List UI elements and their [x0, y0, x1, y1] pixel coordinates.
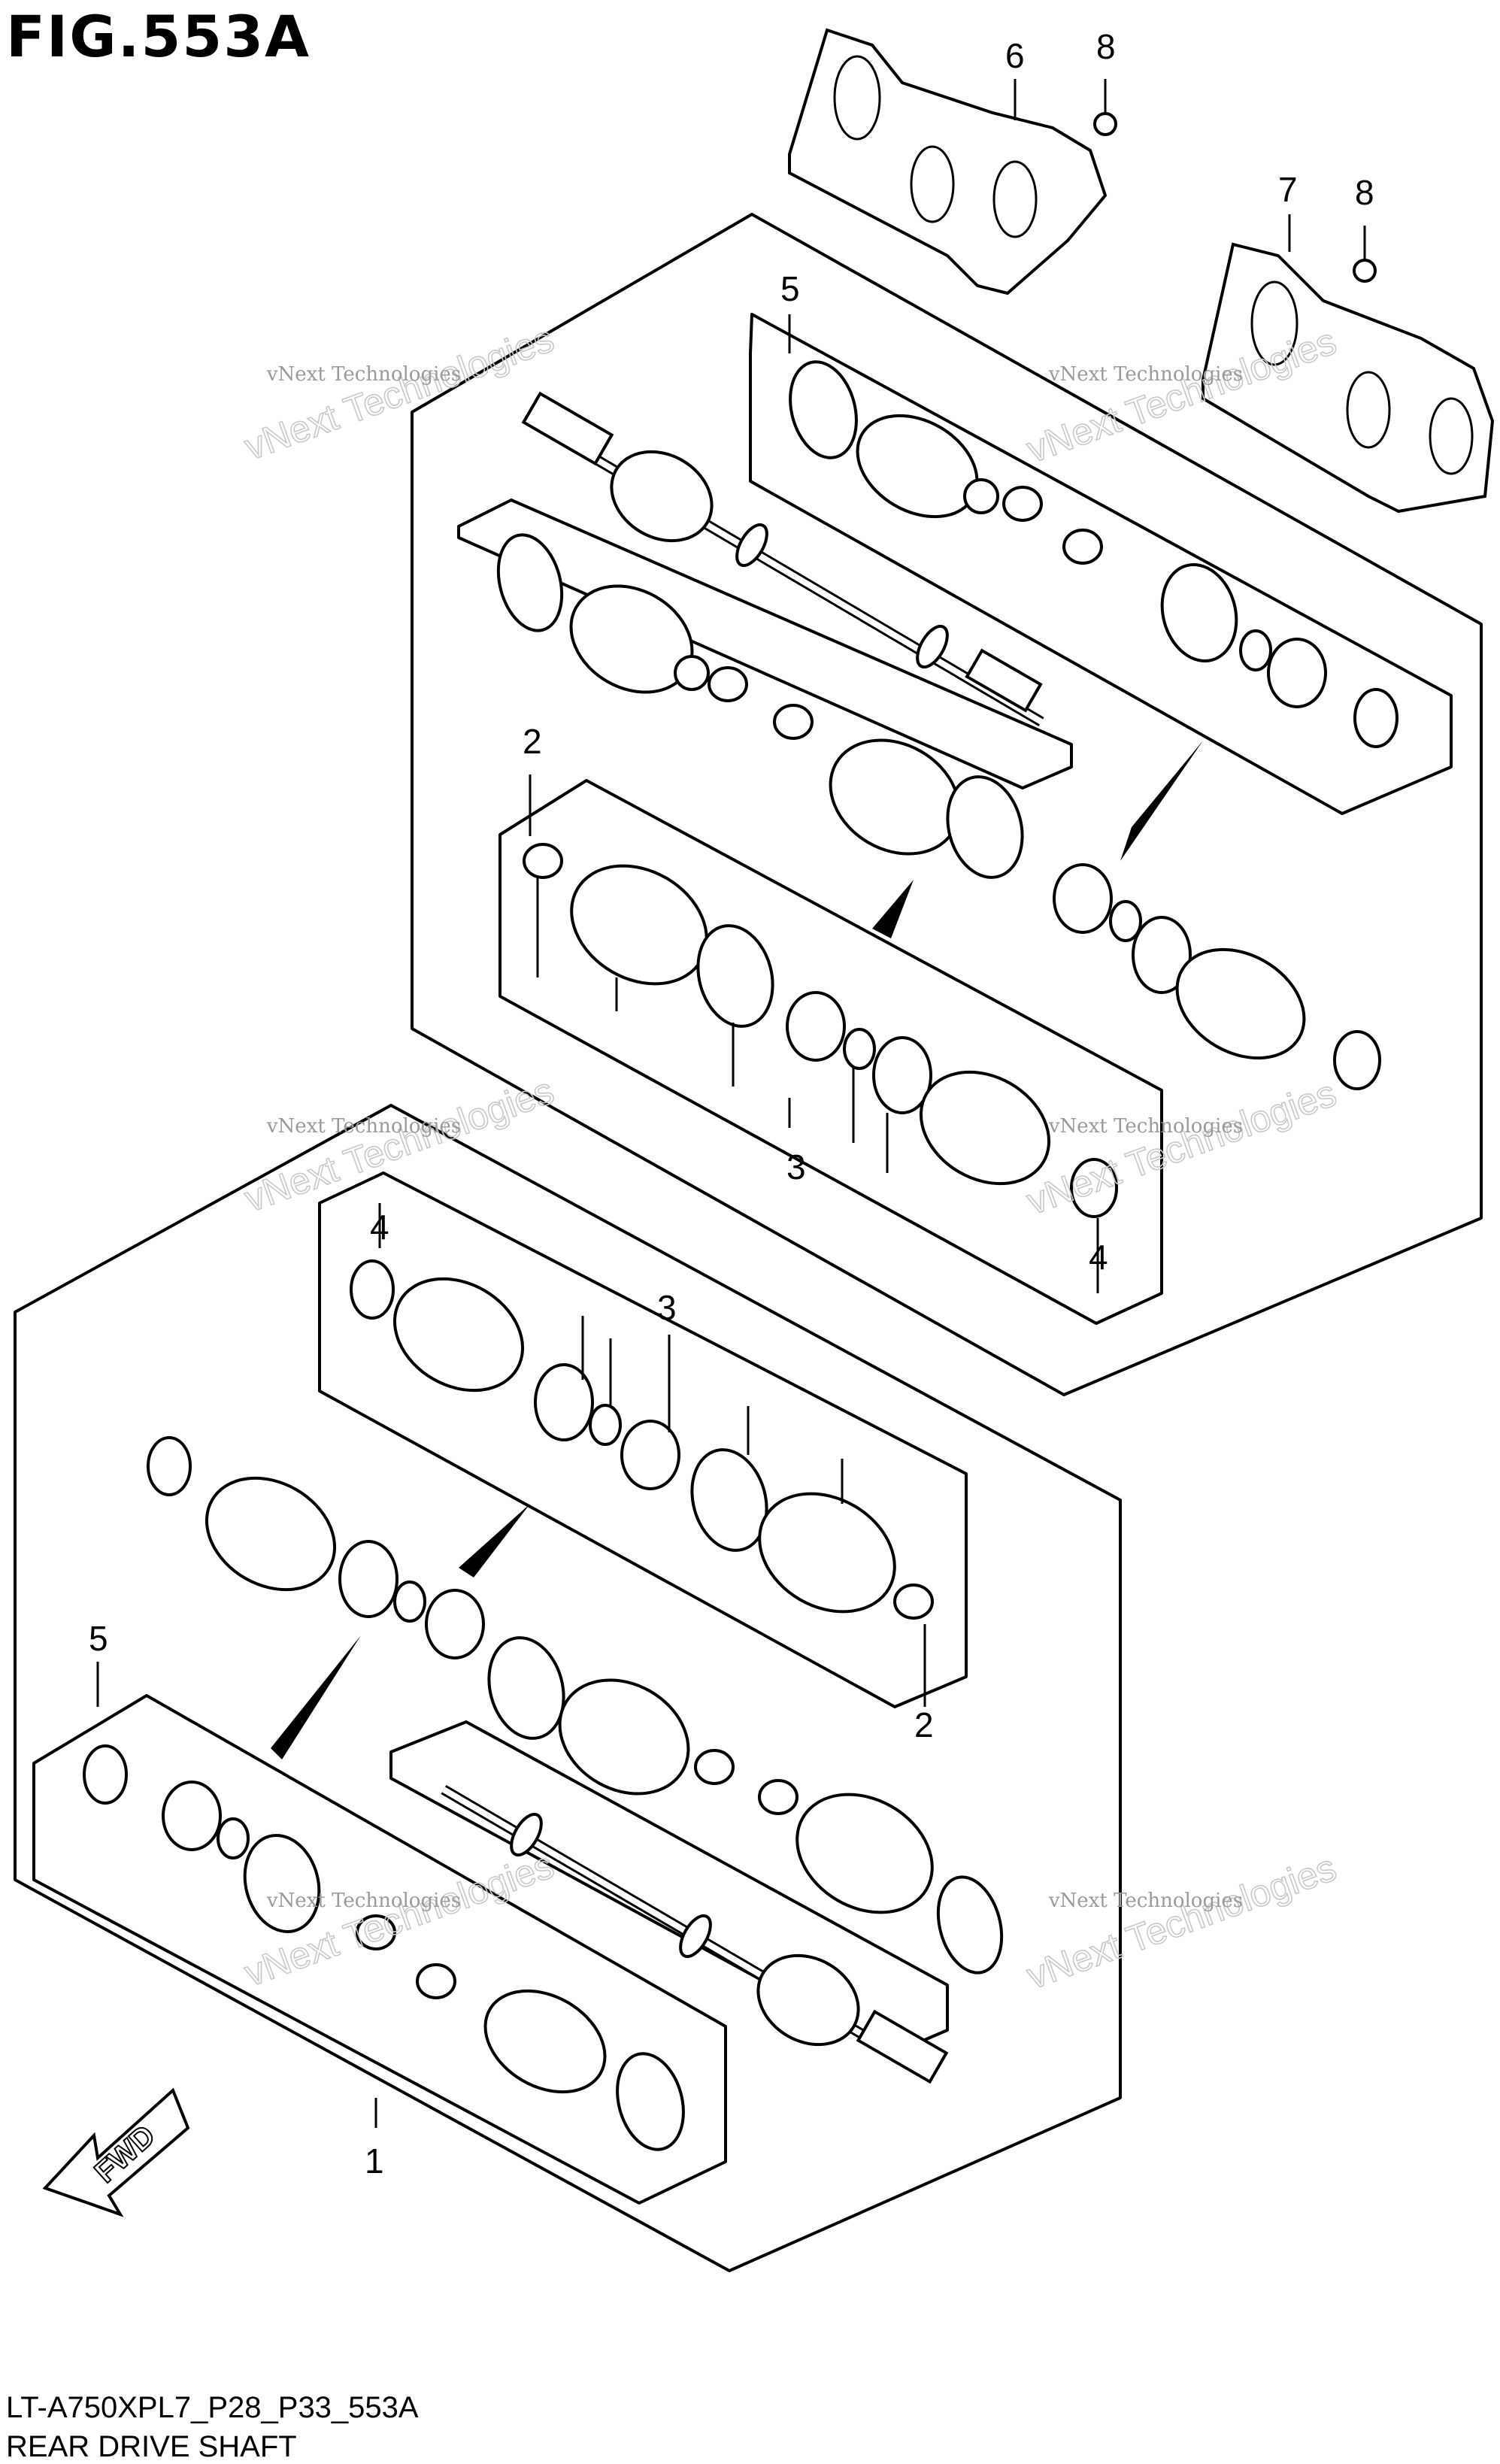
lower-group5-outline — [32, 1694, 727, 2205]
callout-8-right: 8 — [1355, 173, 1374, 212]
lower-assembly-outline — [14, 1104, 1122, 2272]
lower-shaft-row-parts — [758, 1779, 1004, 1975]
lower-group5-parts — [83, 1744, 685, 2151]
callout-3-upper: 3 — [786, 1147, 806, 1187]
bracket-7 — [1202, 242, 1495, 514]
svg-text:vNext Technologies: vNext Technologies — [1022, 1071, 1342, 1223]
svg-text:vNext Technologies: vNext Technologies — [266, 363, 461, 386]
svg-text:vNext Technologies: vNext Technologies — [239, 1069, 559, 1220]
callout-4-lower-left: 4 — [370, 1208, 389, 1247]
lower-leader-lines — [96, 1203, 926, 2128]
svg-text:vNext Technologies: vNext Technologies — [266, 1890, 461, 1912]
upper-boot-clamps-row1 — [789, 360, 1398, 748]
upper-group2-outline — [498, 779, 1163, 1325]
lower-group2-outline — [318, 1171, 968, 1708]
upper-boot-clamps-row2 — [496, 533, 1381, 1090]
callout-labels: 6 8 7 8 5 2 3 4 4 3 2 5 1 — [89, 27, 1374, 2181]
watermark-bottom-right: vNext Technologies vNext Technologies — [1021, 1846, 1342, 1998]
figure-title: FIG.553A — [6, 3, 311, 70]
callout-8-left: 8 — [1096, 27, 1116, 66]
bracket-6 — [788, 28, 1108, 295]
callout-2-lower: 2 — [914, 1705, 934, 1744]
callout-6: 6 — [1005, 36, 1025, 75]
upper-leader-lines — [529, 314, 1099, 1293]
diagram-name: REAR DRIVE SHAFT — [6, 2430, 297, 2463]
svg-text:vNext Technologies: vNext Technologies — [1022, 1846, 1342, 1997]
fwd-arrow: FWD — [42, 2087, 190, 2217]
upper-direction-triangle-1 — [1120, 741, 1203, 861]
drawing-code: LT-A750XPL7_P28_P33_553A — [6, 2391, 419, 2424]
upper-group2-parts — [523, 843, 1118, 1218]
callout-2-upper: 2 — [523, 722, 542, 761]
lower-shaft — [441, 1784, 949, 2084]
svg-text:vNext Technologies: vNext Technologies — [1048, 363, 1243, 386]
bolts-8 — [1014, 79, 1377, 283]
callout-1: 1 — [365, 2141, 384, 2181]
svg-text:vNext Technologies: vNext Technologies — [239, 317, 559, 468]
lower-direction-triangle-2 — [271, 1635, 361, 1759]
lower-group2-parts — [350, 1259, 934, 1620]
callout-3-lower: 3 — [657, 1288, 677, 1327]
callout-5-upper: 5 — [780, 269, 800, 308]
lower-direction-triangle-1 — [459, 1504, 530, 1578]
upper-shaft — [521, 391, 1044, 727]
upper-assembly-outline — [411, 213, 1483, 1396]
svg-text:vNext Technologies: vNext Technologies — [1048, 1890, 1243, 1912]
lower-shaft-box — [389, 1720, 949, 2054]
lower-row-parts — [147, 1436, 735, 1796]
callout-7: 7 — [1278, 170, 1298, 209]
callout-5-lower: 5 — [89, 1619, 108, 1658]
svg-text:vNext Technologies: vNext Technologies — [266, 1115, 461, 1138]
svg-text:vNext Technologies: vNext Technologies — [1048, 1115, 1243, 1138]
upper-direction-triangle-2 — [872, 880, 914, 938]
watermark-top-left: vNext Technologies vNext Technologies — [238, 317, 559, 468]
watermark-middle-left: vNext Technologies vNext Technologies — [238, 1068, 559, 1220]
callout-4-upper-right: 4 — [1089, 1238, 1108, 1277]
watermark-middle-right: vNext Technologies vNext Technologies — [1021, 1071, 1342, 1223]
upper-shaft-box — [457, 499, 1073, 790]
upper-group5-outline — [749, 313, 1453, 815]
